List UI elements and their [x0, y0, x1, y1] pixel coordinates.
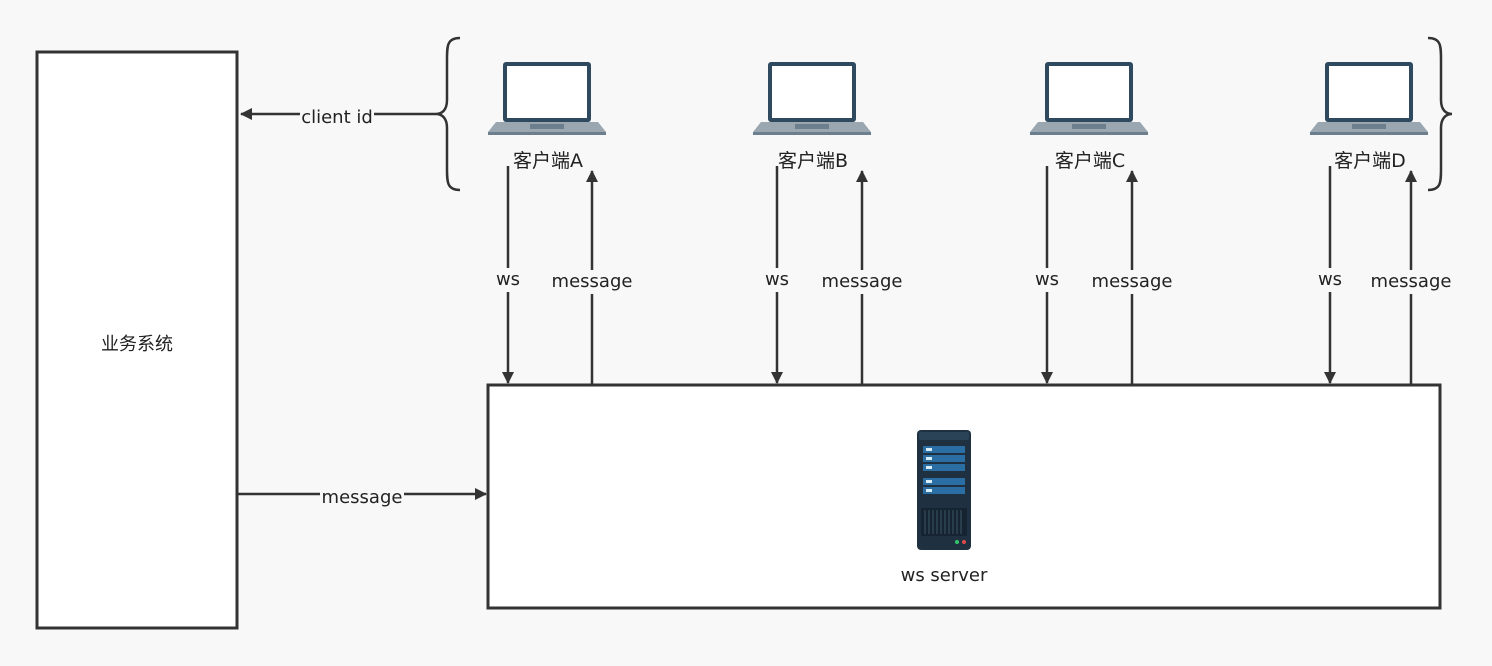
ws-server: ws server	[486, 383, 1442, 610]
client-d-message-label: message	[1371, 271, 1452, 292]
laptop-icon	[488, 62, 606, 135]
client-b: 客户端B ws message	[753, 62, 904, 385]
client-c: 客户端C ws message	[1030, 62, 1174, 385]
client-a-label: 客户端A	[513, 150, 583, 172]
client-group-left-brace	[435, 36, 461, 192]
laptop-icon	[1030, 62, 1148, 135]
client-d-label: 客户端D	[1334, 150, 1406, 172]
business-system: 业务系统	[35, 50, 239, 630]
client-b-label: 客户端B	[778, 150, 848, 172]
client-d: 客户端D ws message	[1310, 62, 1453, 385]
client-d-ws-label: ws	[1318, 269, 1342, 290]
business-to-server-message-arrow: message	[238, 484, 487, 508]
client-c-message-label: message	[1092, 271, 1173, 292]
client-id-label: client id	[301, 107, 373, 128]
business-to-server-message-label: message	[322, 487, 403, 508]
laptop-icon	[1310, 62, 1428, 135]
laptop-icon	[753, 62, 871, 135]
business-system-label: 业务系统	[101, 334, 173, 355]
client-c-label: 客户端C	[1055, 150, 1125, 172]
client-b-ws-label: ws	[765, 269, 789, 290]
client-a: 客户端A ws message	[488, 62, 634, 385]
client-group-right-brace	[1427, 36, 1453, 192]
server-icon	[917, 430, 971, 550]
client-c-ws-label: ws	[1035, 269, 1059, 290]
client-a-message-label: message	[552, 271, 633, 292]
ws-server-label: ws server	[901, 565, 988, 586]
client-id-arrow: client id	[240, 104, 436, 128]
client-b-message-label: message	[822, 271, 903, 292]
client-a-ws-label: ws	[496, 269, 520, 290]
